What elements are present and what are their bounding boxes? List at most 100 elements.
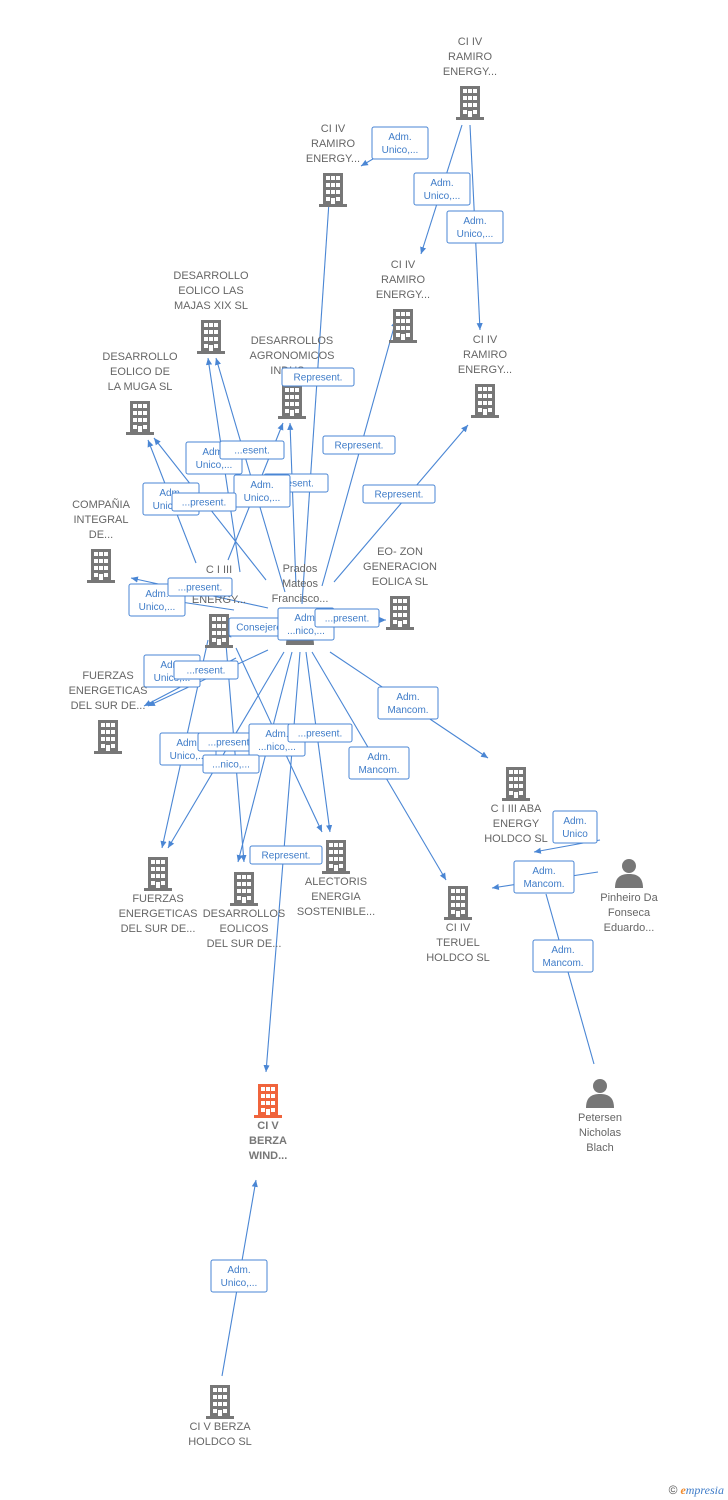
edge-label-box <box>446 210 504 244</box>
node-label: HOLDCO SL <box>188 1436 252 1448</box>
building-icon <box>471 384 499 418</box>
node-label: EOLICA SL <box>372 576 428 588</box>
edge-label-text: Mancom. <box>387 705 428 716</box>
node-label: ENERGY... <box>458 364 512 376</box>
edge-label-box <box>362 484 436 504</box>
node-label: CI IV <box>458 36 483 48</box>
edge-label[interactable]: ...resent. <box>173 660 239 680</box>
edge-label-text: Adm. <box>396 692 419 703</box>
edge-label[interactable]: Adm. Mancom. <box>377 686 439 720</box>
node-label: DESARROLLOS <box>203 908 286 920</box>
node-label: DEL SUR DE... <box>121 923 196 935</box>
node-label: AGRONOMICOS <box>250 350 335 362</box>
node-label: EOLICOS <box>220 923 269 935</box>
edge-label[interactable]: Adm.Unico <box>552 810 598 844</box>
edge-label-text: Adm. <box>532 866 555 877</box>
edge-label[interactable]: ...present. <box>287 723 353 743</box>
edge-label-text: Represent. <box>294 373 343 384</box>
edge-label[interactable]: Adm. Mancom. <box>348 746 410 780</box>
node-label: CI V <box>257 1120 279 1132</box>
copyright-icon: © <box>668 1483 678 1497</box>
node-label: RAMIRO <box>448 51 492 63</box>
edge-label-box <box>219 440 285 460</box>
node-compania[interactable]: COMPAÑIAINTEGRALDE... <box>72 498 131 583</box>
edge-label[interactable]: Adm.Mancom. <box>513 860 575 894</box>
edge-label-text: Unico,... <box>139 602 176 613</box>
edge-label[interactable]: Represent. <box>249 845 323 865</box>
edge-label[interactable]: Adm.Unico,... <box>210 1259 268 1293</box>
node-pinheiro[interactable]: Pinheiro DaFonsecaEduardo... <box>600 859 659 934</box>
edge-label[interactable]: ...present. <box>314 608 380 628</box>
node-label: DE... <box>89 529 113 541</box>
edge-label[interactable]: Represent. <box>322 435 396 455</box>
node-ramiro_b[interactable]: CI IVRAMIROENERGY... <box>376 259 430 343</box>
edge-label[interactable]: Adm.Unico,... <box>233 474 291 508</box>
building-icon <box>456 86 484 120</box>
edge-label-text: Consejero <box>236 623 282 634</box>
node-label: SOSTENIBLE... <box>297 906 375 918</box>
edge-label-text: ...nico,... <box>258 742 296 753</box>
building-icon <box>144 857 172 891</box>
edge-label[interactable]: Represent. <box>362 484 436 504</box>
edge-label-text: Mancom. <box>358 765 399 776</box>
edge-label-text: Adm. <box>176 738 199 749</box>
node-label: FUERZAS <box>82 670 133 682</box>
node-ramiro_c[interactable]: CI IVRAMIROENERGY... <box>458 334 512 418</box>
node-label: HOLDCO SL <box>484 833 548 845</box>
edge <box>236 651 293 863</box>
building-icon <box>206 1385 234 1419</box>
building-icon <box>386 596 414 630</box>
edge-label[interactable]: Adm.Unico,... <box>446 210 504 244</box>
building-icon <box>87 549 115 583</box>
node-label: ENERGY... <box>376 289 430 301</box>
edge-label-text: Adm. <box>367 752 390 763</box>
edge-label-text: Adm. <box>430 178 453 189</box>
node-ramiro_a[interactable]: CI IVRAMIROENERGY... <box>306 123 360 207</box>
edge-label[interactable]: ...nico,... <box>202 754 260 774</box>
node-ramiro_top[interactable]: CI IVRAMIROENERGY... <box>443 36 497 120</box>
edge-label-box <box>287 723 353 743</box>
node-berza_wind[interactable]: CI VBERZAWIND... <box>249 1084 288 1162</box>
edge-label-text: Unico,... <box>244 493 281 504</box>
edge-label-text: Unico,... <box>382 145 419 156</box>
edge-label[interactable]: ...present. <box>171 492 237 512</box>
edge-label-box <box>233 474 291 508</box>
building-icon <box>197 320 225 354</box>
edge-label-text: ...present. <box>182 498 226 509</box>
node-label: Petersen <box>578 1112 622 1124</box>
edge-label-box <box>322 435 396 455</box>
node-label: Prados <box>283 563 318 575</box>
edge-label-box <box>314 608 380 628</box>
edge-label-text: Represent. <box>262 851 311 862</box>
node-label: DESARROLLO <box>173 270 249 282</box>
building-icon <box>94 720 122 754</box>
edge-label[interactable]: Adm.Unico,... <box>371 126 429 160</box>
edge-label-text: ...present. <box>178 583 222 594</box>
node-agronomicos[interactable]: DESARROLLOSAGRONOMICOSINDUS... <box>250 335 335 419</box>
edge-label[interactable]: ...esent. <box>219 440 285 460</box>
edge-label-box <box>348 746 410 780</box>
edge <box>225 643 247 863</box>
node-label: C I III <box>206 564 232 576</box>
edge-label-text: ...present. <box>208 738 252 749</box>
edge-label[interactable]: Represent. <box>281 367 355 387</box>
node-alectoris[interactable]: ALECTORISENERGIASOSTENIBLE... <box>297 840 375 918</box>
edge-label-box <box>377 686 439 720</box>
node-prados[interactable]: PradosMateosFrancisco... <box>272 563 329 645</box>
node-label: LA MUGA SL <box>108 381 173 393</box>
node-label: ENERGETICAS <box>119 908 198 920</box>
edge-label[interactable]: ...present. <box>167 577 233 597</box>
edge-label[interactable]: Adm.Mancom. <box>532 939 594 973</box>
edge-label[interactable]: Adm.Unico,... <box>413 172 471 206</box>
